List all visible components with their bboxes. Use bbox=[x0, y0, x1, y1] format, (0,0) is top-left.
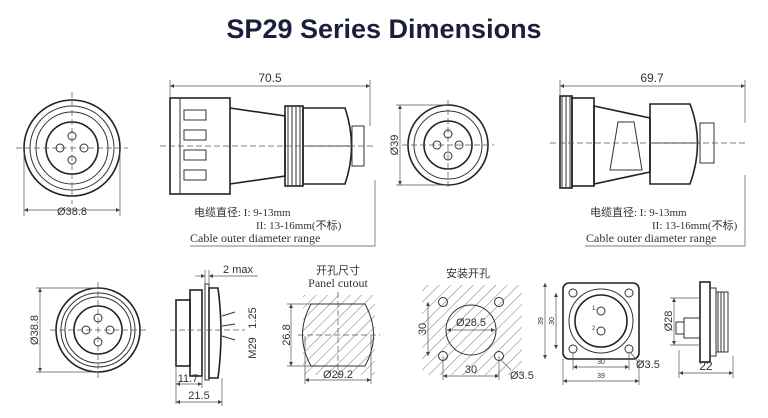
cable-note-line2: II: 13-16mm(不标) bbox=[256, 218, 342, 232]
length-label: 70.5 bbox=[258, 71, 282, 85]
panel-cutout: 开孔尺寸 Panel cutout 26.8 Ø29.2 bbox=[281, 263, 380, 384]
cutout-title-cn: 开孔尺寸 bbox=[316, 263, 360, 277]
depth1-label: 11.7 bbox=[178, 373, 199, 385]
front-diameter-label: Ø39 bbox=[389, 135, 401, 156]
mount-spacing-h-label: 30 bbox=[465, 364, 477, 376]
cable-note-line2: II: 13-16mm(不标) bbox=[652, 218, 738, 232]
plug-side-view: 70.5 电缆直径: I: 9-13mm II: 13-16mm(不标) Cab… bbox=[160, 71, 376, 247]
page-title: SP29 Series Dimensions bbox=[226, 14, 542, 44]
cable-note-line1: 电缆直径: I: 9-13mm bbox=[590, 205, 687, 219]
flange-screw-label: Ø3.5 bbox=[636, 359, 660, 371]
thread-label: M29 bbox=[247, 337, 259, 358]
cutout-title-en: Panel cutout bbox=[308, 276, 368, 290]
flange-side-view: Ø28 22 bbox=[663, 281, 734, 378]
side-diameter-label: Ø28 bbox=[663, 311, 675, 332]
flange-size-v-label: 39 bbox=[538, 317, 545, 325]
cutout-diameter-label: Ø29.2 bbox=[323, 369, 353, 381]
cable-note-line1: 电缆直径: I: 9-13mm bbox=[194, 205, 291, 219]
mounting-cutout: 安装开孔 Ø28.5 30 30 Ø3.5 bbox=[417, 266, 534, 382]
receptacle-front-view: Ø38.8 bbox=[29, 282, 146, 378]
pin2-label: 2 bbox=[592, 326, 596, 332]
flange-pitch-v-label: 30 bbox=[549, 317, 556, 325]
socket-side-view: 69.7 电缆直径: I: 9-13mm II: 13-16mm(不标) Cab… bbox=[550, 71, 746, 247]
thread-pitch-label: 1.25 bbox=[247, 307, 259, 328]
side-length-label: 22 bbox=[699, 359, 713, 373]
plug-front-view: Ø38.8 bbox=[16, 92, 128, 218]
receptacle-side-view: 2 max 1.25 M29 11.7 21.5 bbox=[170, 264, 259, 406]
flange-pitch-h-label: 30 bbox=[597, 359, 605, 366]
cable-note-line3: Cable outer diameter range bbox=[586, 231, 716, 245]
mount-screw-label: Ø3.5 bbox=[510, 370, 534, 382]
mount-spacing-v-label: 30 bbox=[417, 323, 429, 335]
depth2-label: 21.5 bbox=[188, 390, 209, 402]
cutout-height-label: 26.8 bbox=[281, 324, 293, 345]
mount-title-cn: 安装开孔 bbox=[446, 266, 490, 280]
front-diameter-label: Ø38.8 bbox=[29, 315, 41, 345]
pin1-label: 1 bbox=[592, 306, 596, 312]
front-diameter-label: Ø38.8 bbox=[57, 206, 87, 218]
cable-note-line3: Cable outer diameter range bbox=[190, 231, 320, 245]
flange-size-h-label: 39 bbox=[597, 373, 605, 380]
panel-thickness-label: 2 max bbox=[223, 264, 253, 276]
length-label: 69.7 bbox=[640, 71, 664, 85]
flange-front-view: 1 2 39 30 30 39 Ø3.5 bbox=[538, 282, 660, 385]
mount-hole-label: Ø28.5 bbox=[456, 317, 486, 329]
socket-front-view: Ø39 bbox=[389, 100, 494, 190]
